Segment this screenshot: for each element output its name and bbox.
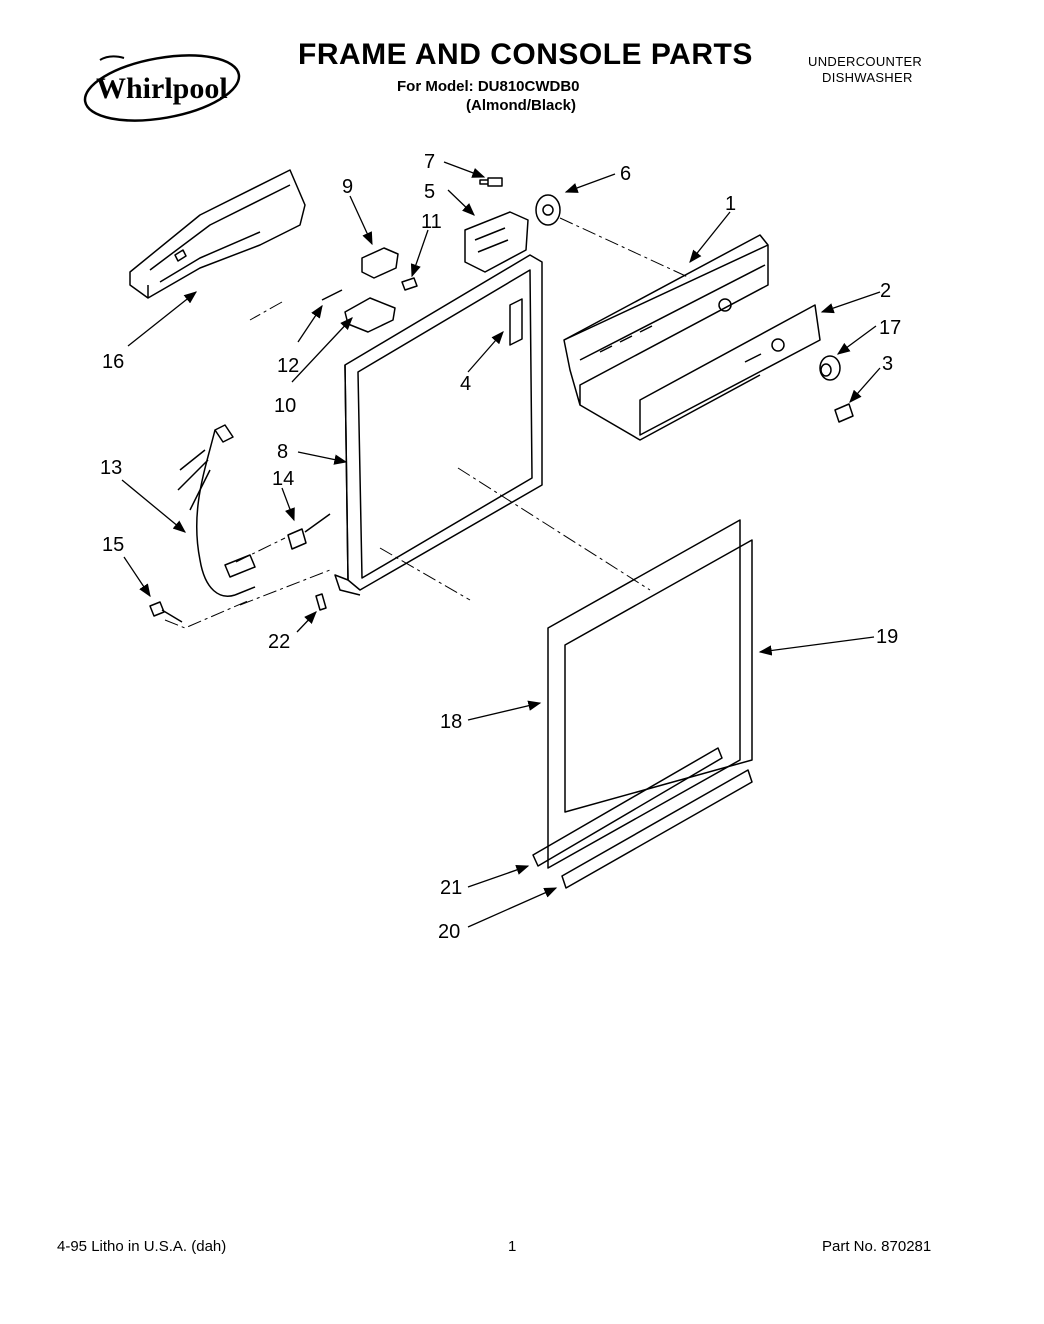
brand-logo-text: Whirlpool xyxy=(96,72,228,105)
callout-7: 7 xyxy=(424,151,435,173)
part-2-panel xyxy=(639,304,821,436)
callout-12: 12 xyxy=(277,355,299,377)
part-11-actuator xyxy=(401,277,418,291)
part-20-toe-strip xyxy=(561,769,753,889)
callout-16: 16 xyxy=(102,351,124,373)
part-1-console xyxy=(563,234,769,441)
part-3-button xyxy=(834,403,854,423)
callout-13: 13 xyxy=(100,457,122,479)
part-12-pin xyxy=(321,289,343,301)
part-13-wire-harness xyxy=(177,424,256,597)
part-21-trim xyxy=(532,747,723,867)
part-9-switch xyxy=(361,247,399,279)
part-17-knob xyxy=(819,355,841,381)
part-6-dial xyxy=(535,194,561,226)
callout-3: 3 xyxy=(882,353,893,375)
callout-22: 22 xyxy=(268,631,290,653)
callout-15: 15 xyxy=(102,534,124,556)
footer-page-number: 1 xyxy=(508,1238,517,1255)
category-line-2: DISHWASHER xyxy=(822,70,913,85)
callout-9: 9 xyxy=(342,176,353,198)
footer-print-info: 4-95 Litho in U.S.A. (dah) xyxy=(57,1238,227,1255)
part-5-latch xyxy=(464,211,529,273)
footer-part-number: Part No. 870281 xyxy=(822,1238,932,1255)
callout-11: 11 xyxy=(421,211,442,233)
category-line-1: UNDERCOUNTER xyxy=(808,54,923,69)
callout-17: 17 xyxy=(879,317,901,339)
callout-21: 21 xyxy=(440,877,462,899)
part-16-bracket xyxy=(129,169,306,299)
model-number: For Model: DU810CWDB0 xyxy=(397,78,580,95)
callout-5: 5 xyxy=(424,181,435,203)
page-title: FRAME AND CONSOLE PARTS xyxy=(298,38,753,71)
part-18-inner-panel xyxy=(547,519,741,869)
part-19-outer-panel xyxy=(564,539,753,813)
part-14-connector xyxy=(287,513,331,550)
callout-20: 20 xyxy=(438,921,460,943)
callout-4: 4 xyxy=(460,373,471,395)
part-7-screw xyxy=(479,177,503,187)
callout-10: 10 xyxy=(274,395,296,417)
callout-2: 2 xyxy=(880,280,891,302)
callout-labels: 1 2 3 4 5 6 7 8 9 10 11 12 13 14 15 16 1… xyxy=(100,151,901,943)
callout-19: 19 xyxy=(876,626,898,648)
model-variant: (Almond/Black) xyxy=(466,97,577,114)
part-4-strike xyxy=(509,298,523,346)
callout-6: 6 xyxy=(620,163,631,185)
callout-18: 18 xyxy=(440,711,462,733)
callout-8: 8 xyxy=(277,441,288,463)
callout-1: 1 xyxy=(725,193,736,215)
assembly-guide-lines xyxy=(164,217,691,629)
part-15-screw xyxy=(149,601,183,623)
part-8-door-frame xyxy=(334,254,543,596)
part-10-bracket xyxy=(344,297,396,333)
leader-arrows xyxy=(121,161,881,928)
whirlpool-logo: Whirlpool xyxy=(83,54,241,122)
part-22-clip xyxy=(315,593,327,611)
callout-14: 14 xyxy=(272,468,294,490)
